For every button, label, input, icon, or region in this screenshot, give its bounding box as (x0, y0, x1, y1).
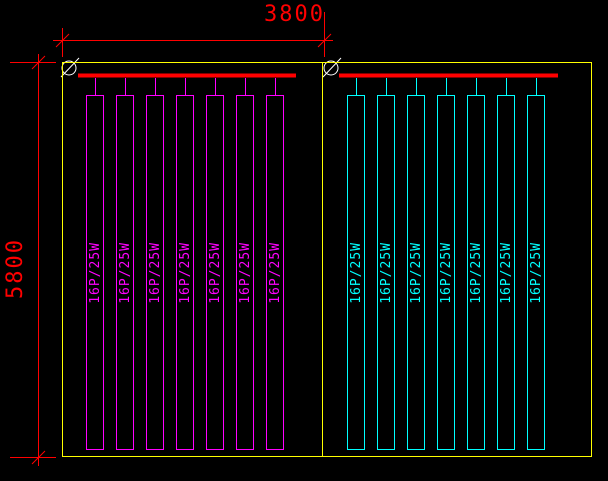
panel: 16P/25W (497, 78, 515, 450)
panel-outline: 16P/25W (176, 95, 194, 450)
panel-outline: 16P/25W (347, 95, 365, 450)
breaker-circle-right (323, 60, 339, 76)
panel-label: 16P/25W (528, 241, 544, 304)
panel-outline: 16P/25W (116, 95, 134, 450)
panel-feeder-line (274, 78, 276, 95)
dimension-top-label: 3800 (264, 2, 325, 27)
panel: 16P/25W (206, 78, 224, 450)
panel: 16P/25W (377, 78, 395, 450)
panel-feeder-line (244, 78, 246, 95)
panel-feeder-line (154, 78, 156, 95)
panel-label: 16P/25W (117, 241, 133, 304)
panel-outline: 16P/25W (86, 95, 104, 450)
panel-label: 16P/25W (207, 241, 223, 304)
breaker-symbols (60, 57, 342, 78)
bank-divider-line (322, 62, 323, 457)
layout-outer-border (62, 62, 592, 457)
panel-group-left: 16P/25W 16P/25W 16P/25W 16P/25W 16P/25W … (86, 78, 284, 450)
panel: 16P/25W (527, 78, 545, 450)
panel-feeder-line (385, 78, 387, 95)
panel-label: 16P/25W (438, 241, 454, 304)
panel-outline: 16P/25W (497, 95, 515, 450)
panel: 16P/25W (86, 78, 104, 450)
panel-outline: 16P/25W (377, 95, 395, 450)
panel-outline: 16P/25W (467, 95, 485, 450)
breaker-slash-right (322, 57, 342, 78)
panel-label: 16P/25W (177, 241, 193, 304)
panel-feeder-line (505, 78, 507, 95)
panel-label: 16P/25W (237, 241, 253, 304)
breaker-slash-left (60, 57, 80, 78)
panel-feeder-line (124, 78, 126, 95)
panel-feeder-line (355, 78, 357, 95)
panel-outline: 16P/25W (407, 95, 425, 450)
top-dimension-lines (53, 12, 333, 57)
dimension-left-label: 5800 (3, 238, 28, 299)
panel-label: 16P/25W (498, 241, 514, 304)
panel: 16P/25W (146, 78, 164, 450)
panel-feeder-line (535, 78, 537, 95)
panel-group-right: 16P/25W 16P/25W 16P/25W 16P/25W 16P/25W … (347, 78, 545, 450)
panel: 16P/25W (347, 78, 365, 450)
panel-label: 16P/25W (147, 241, 163, 304)
panel: 16P/25W (176, 78, 194, 450)
panel-outline: 16P/25W (437, 95, 455, 450)
panel-outline: 16P/25W (527, 95, 545, 450)
panel: 16P/25W (437, 78, 455, 450)
panel: 16P/25W (236, 78, 254, 450)
panel-outline: 16P/25W (146, 95, 164, 450)
panel-feeder-line (94, 78, 96, 95)
panel: 16P/25W (467, 78, 485, 450)
panel-feeder-line (415, 78, 417, 95)
panel-outline: 16P/25W (266, 95, 284, 450)
panel: 16P/25W (116, 78, 134, 450)
panel-label: 16P/25W (87, 241, 103, 304)
panel-label: 16P/25W (267, 241, 283, 304)
panel-feeder-line (214, 78, 216, 95)
panel-label: 16P/25W (408, 241, 424, 304)
panel-outline: 16P/25W (236, 95, 254, 450)
left-dimension-lines (10, 54, 56, 466)
panel-outline: 16P/25W (206, 95, 224, 450)
panel-feeder-line (475, 78, 477, 95)
panel-label: 16P/25W (348, 241, 364, 304)
panel: 16P/25W (266, 78, 284, 450)
panel-label: 16P/25W (378, 241, 394, 304)
panel-label: 16P/25W (468, 241, 484, 304)
panel-feeder-line (445, 78, 447, 95)
panel-feeder-line (184, 78, 186, 95)
panel: 16P/25W (407, 78, 425, 450)
